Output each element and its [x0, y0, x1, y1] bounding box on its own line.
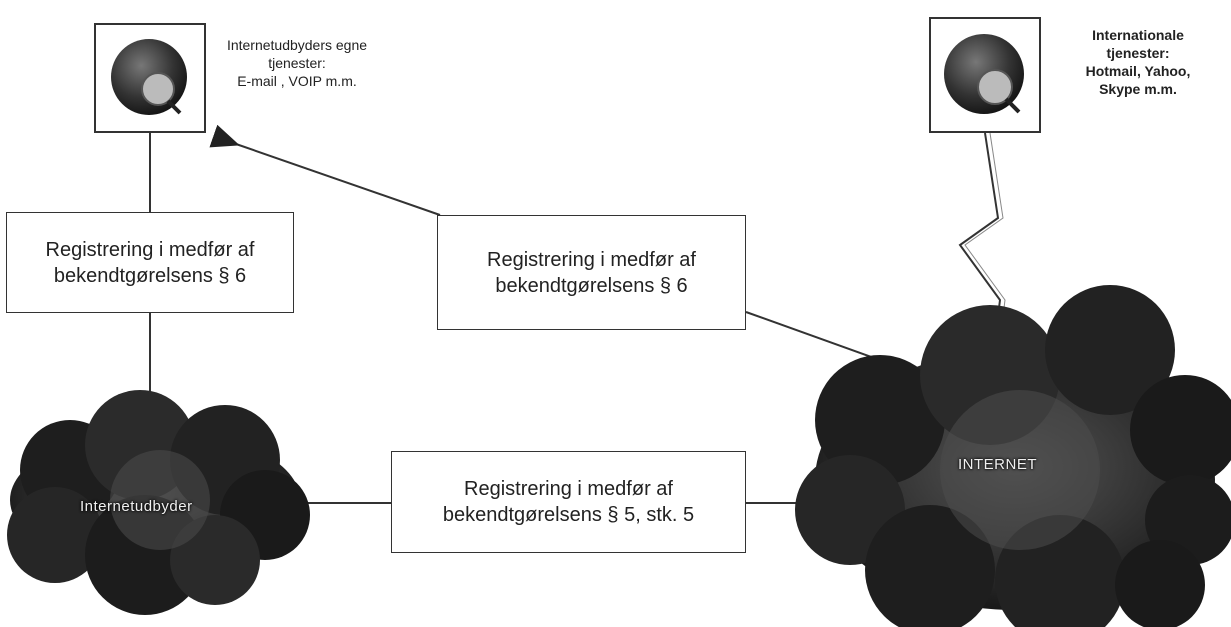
- isp-server-icon: [94, 23, 206, 133]
- isp-services-caption: Internetudbyders egne tjenester: E-mail …: [226, 37, 368, 89]
- internet-cloud-icon: [795, 285, 1231, 627]
- isp-cloud-label: Internetudbyder: [80, 498, 193, 515]
- internet-cloud-label: INTERNET: [958, 456, 1037, 473]
- registration-box-middle: Registrering i medfør af bekendtgørelsen…: [437, 215, 746, 330]
- intl-services-caption: Internationale tjenester: Hotmail, Yahoo…: [1085, 27, 1191, 97]
- arrow-to-isp-services: [209, 124, 441, 216]
- isp-cloud-icon: [7, 390, 310, 615]
- registration-box-left: Registrering i medfør af bekendtgørelsen…: [6, 212, 294, 313]
- registration-box-bottom: Registrering i medfør af bekendtgørelsen…: [391, 451, 746, 553]
- intl-server-icon: [929, 17, 1041, 133]
